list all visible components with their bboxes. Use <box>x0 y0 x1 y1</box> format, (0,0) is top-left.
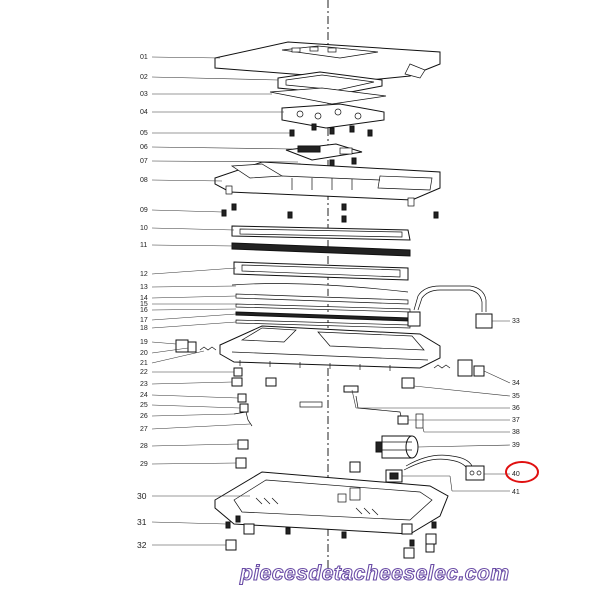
watermark-text: piecesdetacheeselec.com <box>239 562 510 585</box>
part-08-upper-frame <box>214 161 441 207</box>
label-36: 36 <box>512 405 520 412</box>
part-06-07-pcb <box>285 143 363 171</box>
label-35: 35 <box>512 393 520 400</box>
part-28-29-feet <box>235 439 361 473</box>
part-19-21-latches <box>175 339 217 353</box>
label-24: 24 <box>140 392 148 399</box>
label-38: 38 <box>512 429 520 436</box>
label-10: 10 <box>140 225 148 232</box>
label-16: 16 <box>140 307 148 314</box>
part-34-pump-fitting <box>433 359 485 377</box>
part-33-hose <box>407 285 493 329</box>
label-07: 07 <box>140 158 148 165</box>
part-01-top-cover <box>214 41 441 81</box>
part-41-socket <box>385 469 403 483</box>
label-39: 39 <box>512 442 520 449</box>
part-18-base-chamber <box>219 325 441 371</box>
leader-lines <box>151 56 511 546</box>
label-25: 25 <box>140 402 148 409</box>
label-04: 04 <box>140 109 148 116</box>
part-11-heating-strip <box>231 242 411 257</box>
label-34: 34 <box>512 380 520 387</box>
label-18: 18 <box>140 325 148 332</box>
label-13: 13 <box>140 284 148 291</box>
label-03: 03 <box>140 91 148 98</box>
part-03-membrane <box>269 87 387 105</box>
highlight-circle-40 <box>505 461 539 483</box>
label-33: 33 <box>512 318 520 325</box>
label-05: 05 <box>140 130 148 137</box>
label-15: 15 <box>140 301 148 308</box>
part-13-17-bars <box>231 283 411 329</box>
label-41: 41 <box>512 489 520 496</box>
part-04-control-board <box>281 103 385 129</box>
part-39-motor <box>375 435 419 459</box>
label-28: 28 <box>140 443 148 450</box>
label-02: 02 <box>140 74 148 81</box>
part-31-32-feet <box>225 515 437 559</box>
part-40-power-cable <box>403 454 485 481</box>
label-14: 14 <box>140 295 148 302</box>
part-22-27-components <box>231 367 415 427</box>
label-09: 09 <box>140 207 148 214</box>
label-23: 23 <box>140 381 148 388</box>
label-06: 06 <box>140 144 148 151</box>
label-20: 20 <box>140 350 148 357</box>
label-37: 37 <box>512 417 520 424</box>
label-21: 21 <box>140 360 148 367</box>
label-19: 19 <box>140 339 148 346</box>
label-22: 22 <box>140 369 148 376</box>
label-30: 30 <box>137 491 147 501</box>
label-31: 31 <box>137 517 147 527</box>
part-30-bottom-shell <box>214 471 449 535</box>
part-36-38-bracket <box>355 395 424 429</box>
part-09-screws <box>221 203 439 223</box>
label-11: 11 <box>140 242 147 249</box>
label-01: 01 <box>140 54 148 61</box>
label-32: 32 <box>137 540 147 550</box>
label-08: 08 <box>140 177 148 184</box>
label-40: 40 <box>512 471 520 478</box>
part-02-seal-ring <box>277 71 383 95</box>
label-29: 29 <box>140 461 148 468</box>
part-12-lower-gasket <box>233 261 409 281</box>
label-17: 17 <box>140 317 148 324</box>
label-26: 26 <box>140 413 148 420</box>
label-12: 12 <box>140 271 148 278</box>
label-27: 27 <box>140 426 148 433</box>
part-10-gasket <box>231 225 411 241</box>
